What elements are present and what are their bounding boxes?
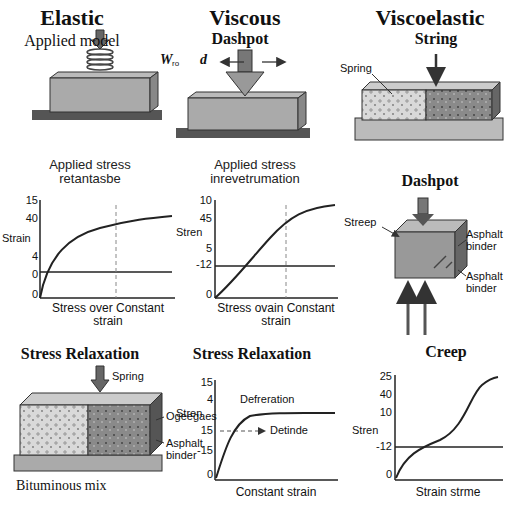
part-label: Spring [340, 62, 380, 74]
model-label: Dashpot [380, 172, 480, 190]
axis-tick: 0 [370, 468, 392, 480]
axis-tick: 40 [370, 388, 392, 400]
axis-tick: 0 [16, 288, 38, 300]
curve-label: Defreration [240, 393, 330, 405]
axis-tick: 5 [186, 242, 212, 254]
axis-label: Stren [176, 226, 206, 238]
axis-label: Strain strme [388, 486, 508, 499]
axis-label: Stress ovain Constant strain [211, 302, 341, 328]
model-label: Applied model [2, 32, 142, 50]
curve-label: Detinde [270, 424, 330, 436]
axis-tick: 0 [16, 268, 38, 280]
axis-tick: -12 [186, 258, 212, 270]
axis-tick: 40 [16, 212, 38, 224]
symbol-label: d [200, 52, 214, 67]
creep-chart [395, 375, 503, 480]
section-title: Stress Relaxation [174, 345, 330, 363]
section-title: Creep [401, 343, 491, 361]
symbol-subscript: ro [172, 60, 192, 69]
strain-chart [40, 200, 175, 298]
axis-tick: 10 [370, 406, 392, 418]
axis-tick: 15 [186, 424, 213, 436]
model-label: Dashpot [180, 30, 300, 48]
axis-label: Stren [176, 407, 206, 419]
axis-tick: 10 [186, 194, 212, 206]
axis-label: Strain [2, 232, 36, 244]
chart-title: Applied stress inrevetrumation [180, 158, 330, 187]
part-label: Asphalt binder [466, 270, 510, 294]
column-title: Elastic [2, 6, 142, 30]
axis-label: Stren [352, 424, 380, 436]
binder-cube [382, 198, 467, 335]
column-title: Viscoelastic [350, 6, 510, 30]
model-label: String [386, 30, 486, 48]
section-title: Stress Relaxation [2, 345, 158, 363]
chart-title: Applied stress retantasbe [25, 158, 155, 187]
axis-tick: 45 [186, 212, 212, 224]
axis-tick: 4 [186, 393, 213, 405]
part-label: Bituminous mix [16, 478, 166, 493]
axis-tick: 0 [186, 288, 212, 300]
axis-tick: -15 [186, 444, 213, 456]
part-label: Spring [112, 370, 162, 382]
part-label: Streep [344, 216, 384, 228]
axis-tick: 0 [186, 468, 213, 480]
axis-tick: 25 [370, 370, 392, 382]
dashpot-model [176, 50, 310, 138]
relaxation-chart [215, 380, 338, 480]
part-label: Asphalt binder [466, 228, 510, 252]
bituminous-block [14, 366, 164, 471]
axis-label: Stress over Constant strain [43, 302, 173, 328]
axis-tick: 4 [16, 250, 38, 262]
axis-tick: -12 [370, 440, 392, 452]
strain-chart [215, 200, 338, 298]
column-title: Viscous [175, 6, 315, 30]
axis-tick: 15 [186, 376, 213, 388]
axis-tick: 15 [16, 194, 38, 206]
axis-label: Constant strain [211, 486, 341, 499]
viscoelastic-model [355, 54, 503, 140]
